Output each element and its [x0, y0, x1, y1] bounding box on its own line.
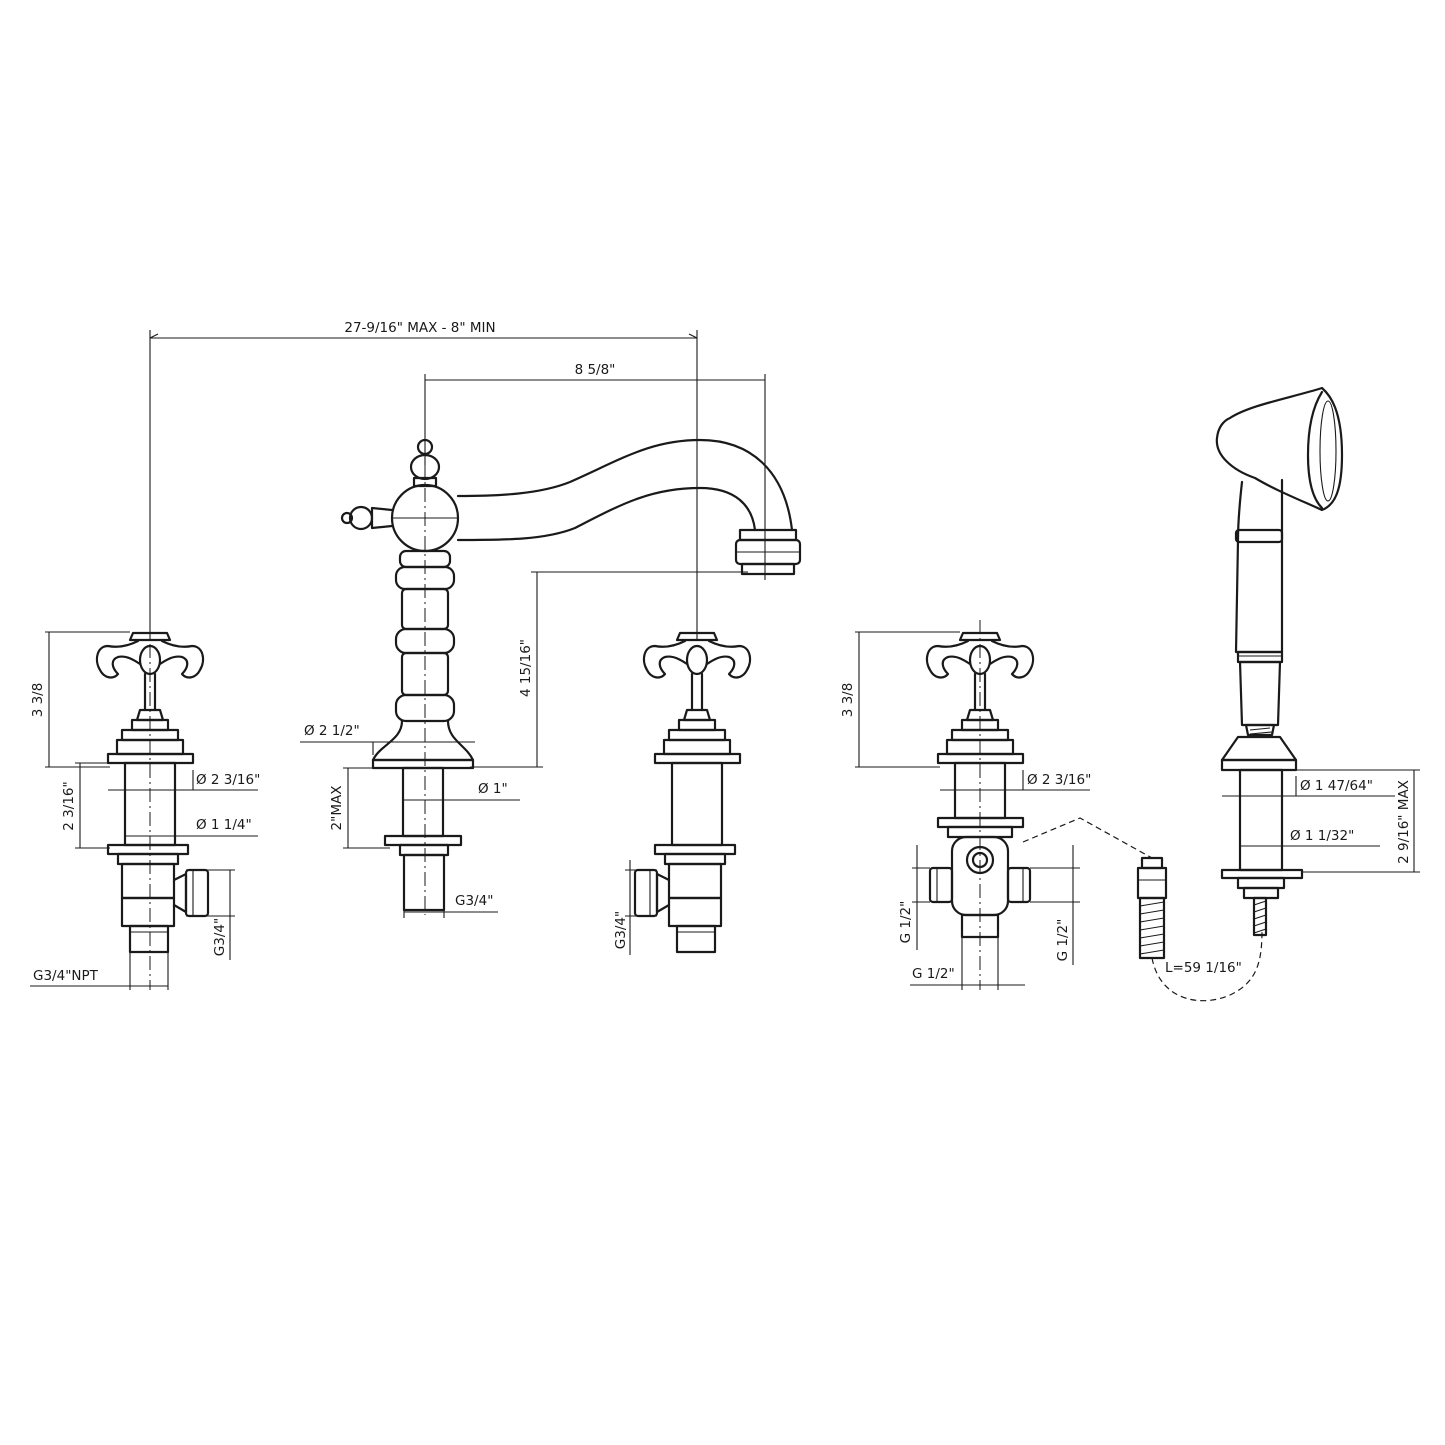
- overall-width-label: 27-9/16" MAX - 8" MIN: [344, 320, 495, 336]
- cross-handle-icon: [925, 631, 1035, 712]
- diverter-valve: 3 3/8 Ø 2 3/16" G 1/2" G 1/2" G 1/2": [840, 620, 1153, 990]
- lever-knob-icon: [340, 505, 394, 531]
- left-valve: 3 3/8 2 3/16" Ø 2 3/16" Ø 1 1/4" G3/4" G…: [30, 620, 260, 990]
- overall-width-dimension: 27-9/16" MAX - 8" MIN: [149, 320, 698, 640]
- spout-deck-max-label: 2"MAX: [329, 786, 345, 831]
- spout-height-dimension: 4 15/16": [470, 571, 748, 768]
- left-inlet-thread-label: G3/4"NPT: [33, 968, 99, 984]
- cross-handle-icon: [642, 631, 752, 712]
- diverter-port-right-label: G 1/2": [1055, 919, 1071, 962]
- handshower-shank-max-label: 2 9/16" MAX: [1396, 780, 1412, 864]
- left-flange-diameter-label: Ø 2 3/16": [196, 772, 260, 788]
- spout-assembly: Ø 2 1/2" Ø 1" 2"MAX G3/4": [300, 438, 802, 918]
- right-valve: G3/4": [613, 631, 752, 955]
- hand-shower: Ø 1 47/64" Ø 1 1/32" 2 9/16" MAX: [1215, 386, 1420, 937]
- diverter-port-bottom-label: G 1/2": [912, 966, 955, 982]
- left-outlet-thread-label: G3/4": [212, 918, 228, 956]
- spout-height-label: 4 15/16": [518, 639, 534, 697]
- left-shank-diameter-label: Ø 1 1/4": [196, 817, 252, 833]
- diverter-height-label: 3 3/8: [840, 683, 856, 718]
- hand-shower-icon: [1215, 386, 1344, 737]
- spout-base-diameter-label: Ø 2 1/2": [304, 723, 360, 739]
- handshower-flange-diameter-label: Ø 1 47/64": [1300, 778, 1373, 794]
- cross-handle-icon: [95, 631, 205, 712]
- hose: L=59 1/16": [1136, 856, 1263, 1002]
- spout-shank-diameter-label: Ø 1": [478, 781, 508, 797]
- handshower-shank-diameter-label: Ø 1 1/32": [1290, 828, 1354, 844]
- diverter-port-left-label: G 1/2": [898, 901, 914, 944]
- right-valve-outlet-thread-label: G3/4": [613, 911, 629, 949]
- diverter-flange-diameter-label: Ø 2 3/16": [1027, 772, 1091, 788]
- hose-length-label: L=59 1/16": [1165, 960, 1242, 976]
- left-shank-length-label: 2 3/16": [61, 781, 77, 830]
- spout-thread-label: G3/4": [455, 893, 493, 909]
- left-valve-height-label: 3 3/8: [30, 683, 46, 718]
- spout-reach-label: 8 5/8": [575, 362, 616, 378]
